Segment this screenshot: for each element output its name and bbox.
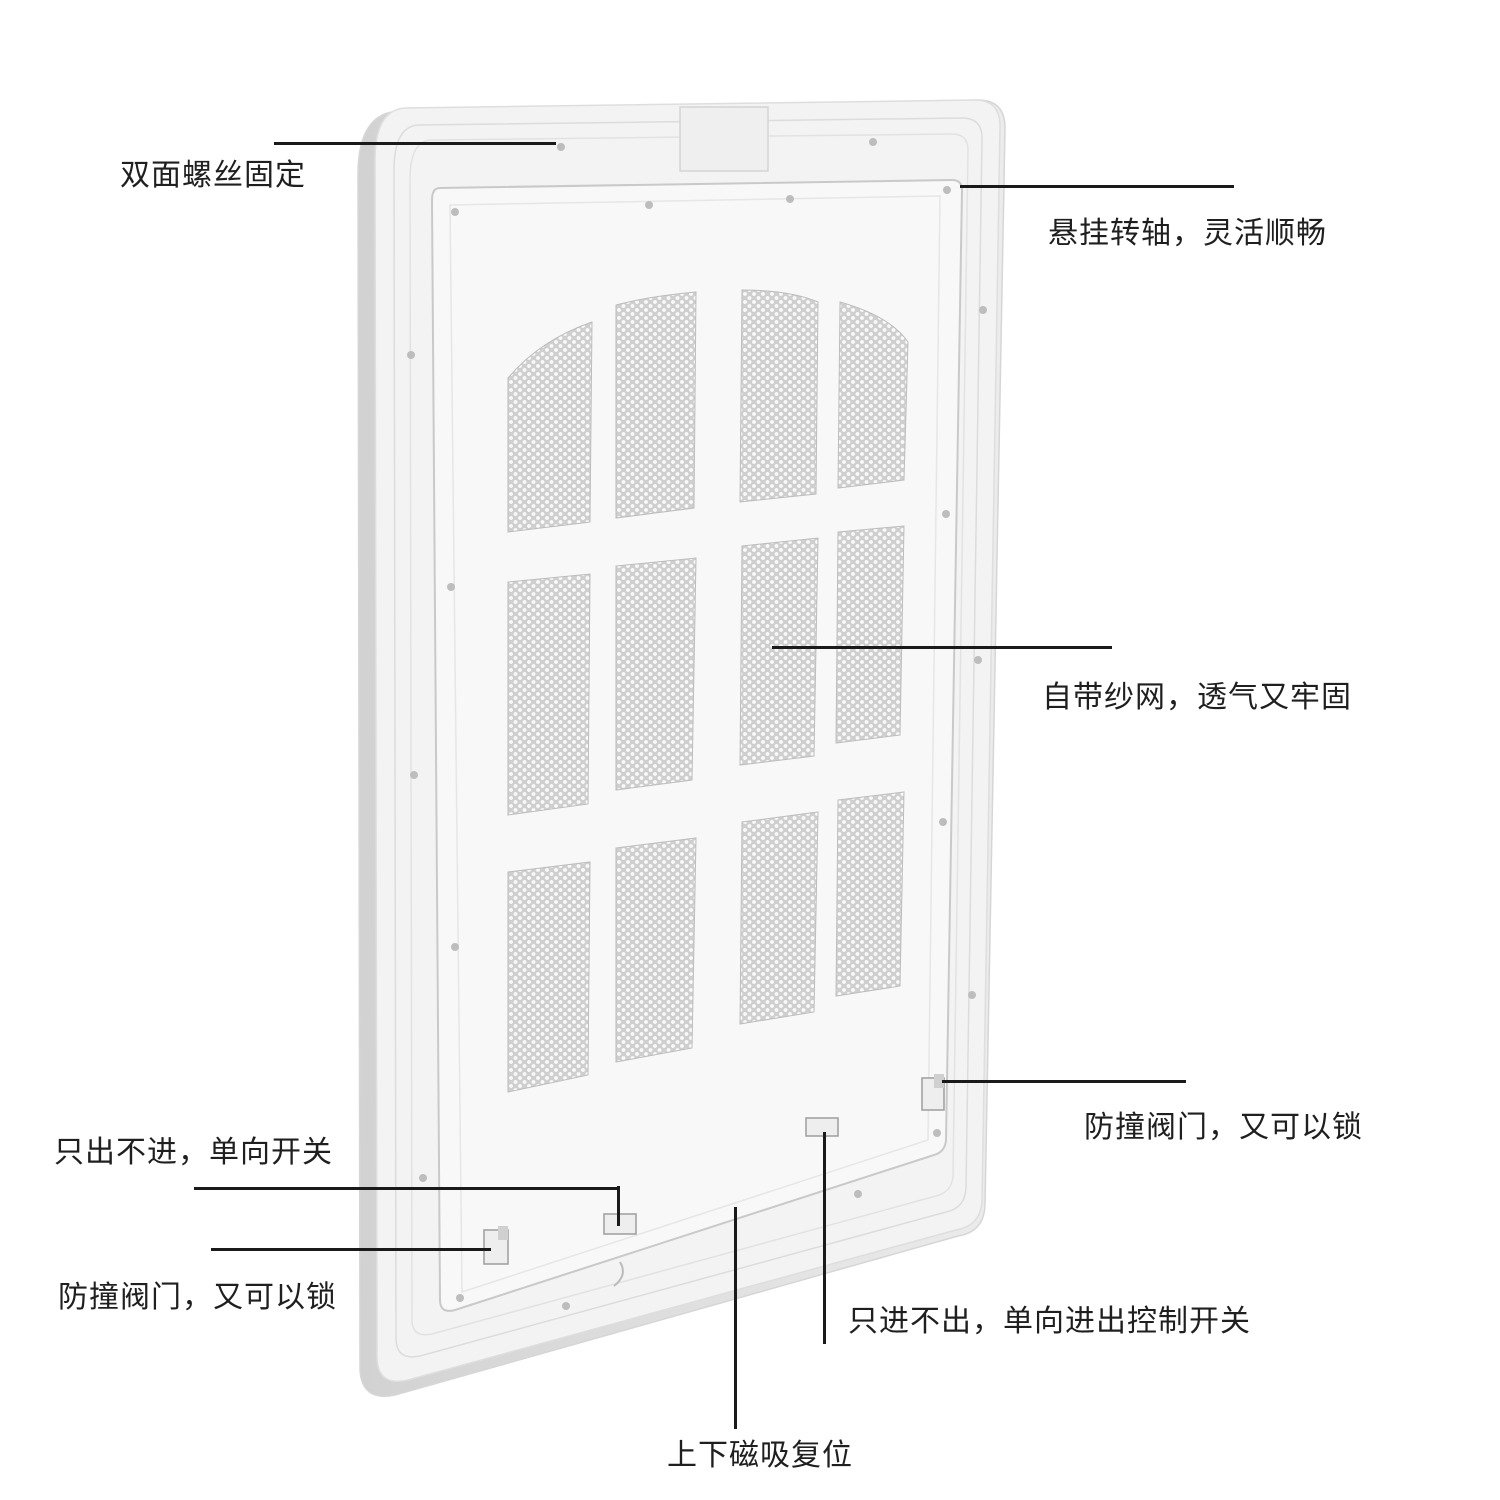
leader-out-only-h — [194, 1187, 618, 1190]
callout-lock-left: 防撞阀门，又可以锁 — [58, 1280, 337, 1315]
leader-hinge — [960, 185, 1234, 188]
leader-out-only-v — [617, 1186, 620, 1226]
leader-in-only — [823, 1132, 826, 1344]
lock-switches — [483, 1074, 945, 1287]
leader-screws — [274, 142, 556, 145]
callout-out-only: 只出不进，单向开关 — [54, 1135, 333, 1170]
leader-lock-left — [211, 1248, 491, 1251]
mesh-windows — [507, 289, 909, 1093]
leader-mesh — [772, 646, 1112, 649]
callout-mesh: 自带纱网，透气又牢固 — [1042, 680, 1352, 715]
leader-lock-right — [942, 1080, 1186, 1083]
callout-hinge: 悬挂转轴，灵活顺畅 — [1048, 216, 1327, 251]
leader-magnet — [734, 1207, 737, 1429]
callout-in-only: 只进不出，单向进出控制开关 — [848, 1304, 1251, 1339]
callout-screws: 双面螺丝固定 — [120, 158, 306, 193]
callout-lock-right: 防撞阀门，又可以锁 — [1084, 1110, 1363, 1145]
callout-magnet: 上下磁吸复位 — [667, 1438, 853, 1473]
screw-holes — [407, 138, 987, 1310]
